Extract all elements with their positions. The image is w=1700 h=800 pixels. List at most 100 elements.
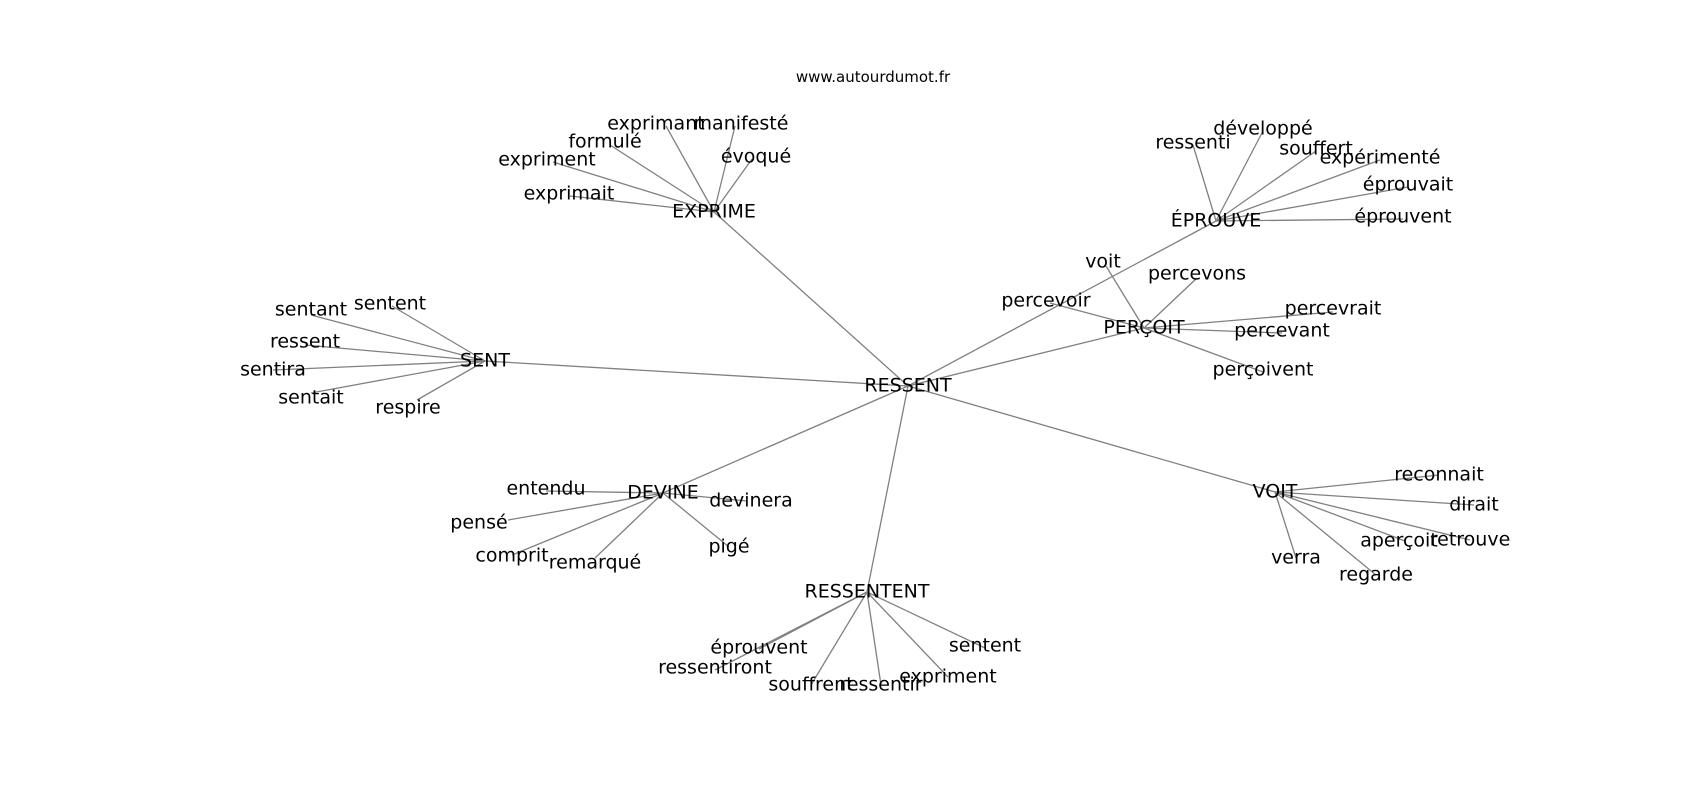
leaf-node[interactable]: dirait (1449, 494, 1499, 516)
edge-center-exprime (713, 211, 909, 387)
edge-eprouve-leaf (1215, 159, 1381, 222)
edge-eprouve-leaf (1215, 130, 1264, 222)
edge-center-eprouve (907, 220, 1217, 387)
leaf-node[interactable]: entendu (506, 478, 585, 500)
leaf-node[interactable]: expriment (899, 666, 996, 688)
leaf-node[interactable]: sentira (240, 359, 306, 381)
hub-node-eprouve[interactable]: ÉPROUVE (1171, 209, 1262, 232)
edge-devine-leaf (545, 490, 664, 494)
leaf-node[interactable]: sentait (278, 387, 343, 409)
edge-eprouve-leaf (1215, 150, 1317, 222)
edge-devine-leaf (662, 492, 730, 548)
leaf-node[interactable]: pensé (450, 512, 507, 534)
leaf-node[interactable]: souffrent (768, 674, 853, 696)
hub-node-percoit[interactable]: PERÇOIT (1103, 317, 1185, 339)
leaf-node[interactable]: expriment (498, 149, 595, 171)
edge-center-sent (484, 360, 909, 387)
edge-center-voit (907, 385, 1276, 493)
edge-eprouve-leaf (1215, 186, 1409, 222)
edge-sent-leaf (310, 314, 486, 362)
leaf-node[interactable]: éprouvent (710, 637, 807, 659)
hub-node-sent[interactable]: SENT (460, 350, 510, 372)
edge-percoit-leaf (1105, 265, 1145, 329)
edge-devine-leaf (507, 492, 664, 521)
edge-percoit-leaf (1143, 311, 1334, 329)
leaf-node[interactable]: verra (1271, 547, 1321, 569)
hub-node-ressentent[interactable]: RESSENTENT (805, 581, 930, 603)
edge-voit-leaf (1274, 491, 1475, 506)
edge-center-ressentent (866, 385, 909, 593)
edge-exprime-leaf (665, 125, 715, 213)
leaf-node[interactable]: exprimant (607, 113, 704, 135)
graph-edges (272, 125, 1475, 686)
edge-percoit-leaf (1143, 327, 1264, 373)
leaf-node[interactable]: voit (1085, 251, 1121, 273)
edge-voit-leaf (1274, 491, 1406, 542)
hub-node-voit[interactable]: VOIT (1253, 481, 1298, 503)
edge-exprime-leaf (609, 144, 715, 213)
leaf-node[interactable]: éprouvait (1363, 174, 1453, 196)
edge-ressentent-leaf (866, 591, 986, 649)
edge-ressentent-leaf (810, 591, 868, 686)
leaf-node[interactable]: comprit (475, 545, 548, 567)
leaf-node[interactable]: percevrait (1285, 298, 1382, 320)
leaf-node[interactable]: percevons (1148, 263, 1246, 285)
leaf-node[interactable]: sentent (949, 635, 1021, 657)
edge-exprime-leaf (552, 161, 715, 213)
edge-voit-leaf (1274, 491, 1377, 576)
leaf-node[interactable]: expérimenté (1320, 147, 1441, 169)
edge-sent-leaf (310, 360, 486, 394)
edge-devine-leaf (594, 492, 664, 559)
edge-sent-leaf (272, 360, 486, 371)
leaf-node[interactable]: aperçoit (1360, 530, 1438, 552)
leaf-node[interactable]: éprouvent (1354, 206, 1451, 228)
edge-ressentent-leaf (866, 591, 949, 678)
hub-node-devine[interactable]: DEVINE (627, 482, 698, 504)
leaf-node[interactable]: ressentiront (658, 657, 772, 679)
leaf-node[interactable]: ressenti (1155, 132, 1230, 154)
edge-devine-leaf (511, 492, 664, 556)
edge-ressentent-leaf (714, 591, 868, 671)
edge-voit-leaf (1274, 491, 1471, 541)
edge-voit-leaf (1274, 491, 1297, 559)
edge-exprime-leaf (713, 158, 753, 213)
edge-exprime-leaf (569, 195, 715, 213)
leaf-node[interactable]: remarqué (549, 552, 642, 574)
edge-devine-leaf (662, 492, 748, 502)
leaf-node[interactable]: évoqué (721, 146, 791, 168)
leaf-node[interactable]: sentant (275, 299, 347, 321)
leaf-node[interactable]: sentent (354, 293, 426, 315)
edge-eprouve-leaf (1192, 144, 1217, 222)
leaf-node[interactable]: percevant (1234, 320, 1330, 342)
leaf-node[interactable]: regarde (1339, 564, 1413, 586)
edge-ressentent-leaf (866, 591, 882, 686)
leaf-node[interactable]: manifesté (694, 113, 789, 135)
site-url: www.autourdumot.fr (796, 68, 951, 86)
leaf-node[interactable]: pigé (708, 536, 749, 558)
edge-percoit-leaf (1143, 327, 1283, 334)
leaf-node[interactable]: ressentir (839, 674, 922, 696)
edge-sent-leaf (391, 305, 486, 362)
leaf-node[interactable]: exprimait (524, 183, 615, 205)
leaf-node[interactable]: développé (1213, 118, 1312, 140)
leaf-node[interactable]: retrouve (1430, 529, 1511, 551)
leaf-node[interactable]: devinera (709, 490, 792, 512)
edge-center-percoit (907, 327, 1145, 387)
hub-node-exprime[interactable]: EXPRIME (672, 201, 756, 223)
edge-eprouve-leaf (1215, 218, 1404, 222)
edge-center-devine (662, 385, 909, 494)
edge-exprime-leaf (713, 125, 736, 213)
edge-sent-leaf (416, 360, 486, 401)
leaf-node[interactable]: reconnait (1394, 464, 1484, 486)
center-node-label[interactable]: RESSENT (864, 375, 952, 397)
leaf-node[interactable]: ressent (270, 331, 340, 353)
edge-percoit-leaf (1049, 302, 1145, 329)
leaf-node[interactable]: formulé (568, 131, 641, 153)
leaf-node[interactable]: perçoivent (1213, 359, 1314, 381)
leaf-node[interactable]: souffert (1279, 138, 1353, 160)
leaf-node[interactable]: percevoir (1001, 290, 1090, 312)
edge-percoit-leaf (1143, 277, 1198, 329)
leaf-node[interactable]: respire (375, 397, 440, 419)
